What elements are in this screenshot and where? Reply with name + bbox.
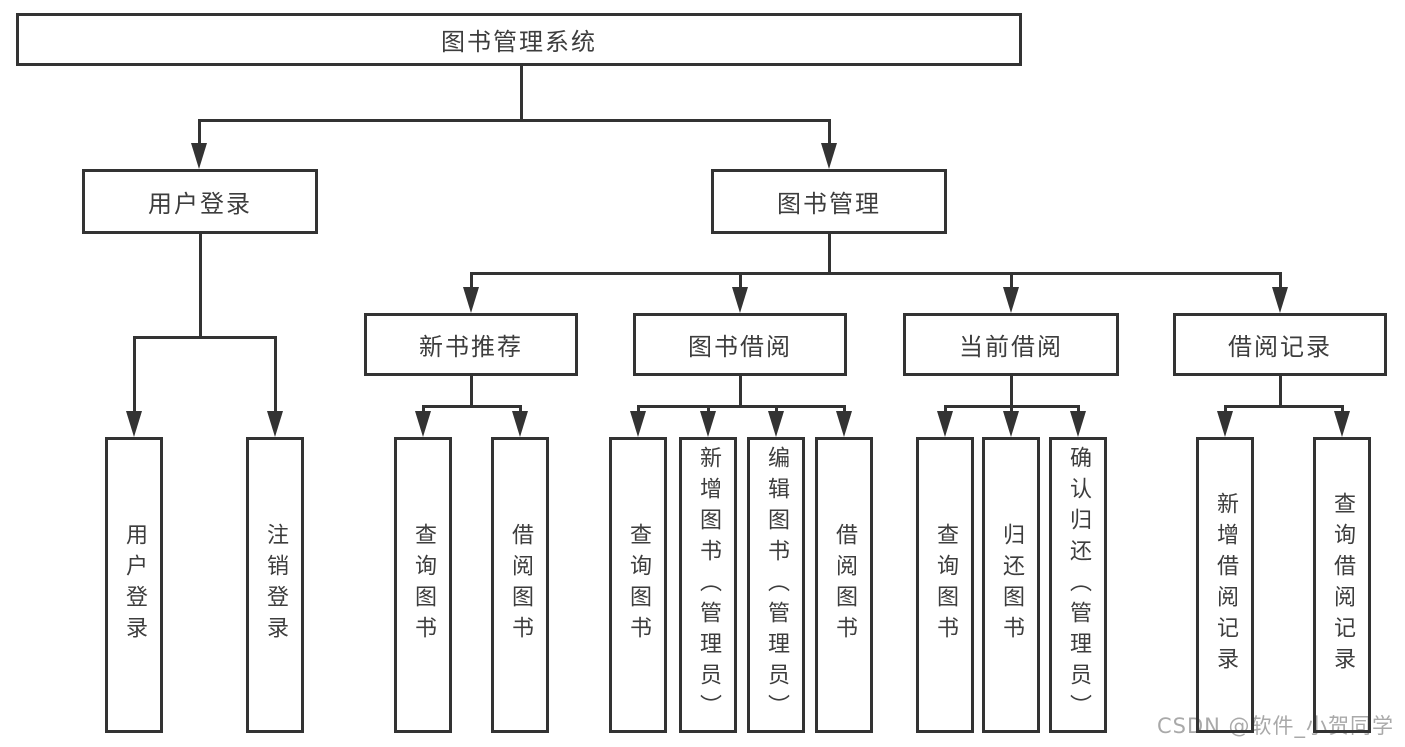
leaf-confirm-return-admin: 确认归还（管理员） [1049, 437, 1107, 733]
arrow-down-icon [126, 411, 142, 437]
arrow-down-icon [1272, 287, 1288, 313]
leaf-borrowing-borrow-books-label: 借阅图书 [832, 523, 857, 647]
node-new-book-recommendation-label: 新书推荐 [419, 333, 523, 361]
arrow-down-icon [821, 143, 837, 169]
node-current-borrowing: 当前借阅 [903, 313, 1119, 376]
connector-to-leaf-logout [274, 336, 277, 414]
connector-to-leaf [1224, 405, 1227, 415]
connector-to-leaf-user-login [133, 336, 136, 414]
arrow-down-icon [512, 411, 528, 437]
connector-user-login-branch [133, 336, 277, 339]
leaf-logout: 注销登录 [246, 437, 304, 733]
leaf-edit-books-admin-label: 编辑图书（管理员） [764, 445, 789, 725]
leaf-user-login: 用户登录 [105, 437, 163, 733]
leaf-add-books-admin: 新增图书（管理员） [679, 437, 737, 733]
leaf-return-books-label: 归还图书 [999, 523, 1024, 647]
arrow-down-icon [191, 143, 207, 169]
arrow-down-icon [700, 411, 716, 437]
connector-to-current-borrowing [1010, 272, 1013, 290]
arrow-down-icon [732, 287, 748, 313]
leaf-current-query-books: 查询图书 [916, 437, 974, 733]
arrow-down-icon [1070, 411, 1086, 437]
connector-to-leaf [775, 405, 778, 415]
connector-root-stem [520, 64, 523, 122]
arrow-down-icon [1003, 411, 1019, 437]
arrow-down-icon [630, 411, 646, 437]
arrow-down-icon [415, 411, 431, 437]
connector-to-book-borrowing [739, 272, 742, 290]
leaf-borrowing-query-books: 查询图书 [609, 437, 667, 733]
connector-to-leaf [843, 405, 846, 415]
leaf-add-borrow-record-label: 新增借阅记录 [1213, 492, 1238, 678]
connector-to-leaf [519, 405, 522, 415]
node-user-login-label: 用户登录 [148, 190, 252, 218]
connector-current-stem [1010, 374, 1013, 407]
node-borrowing-records: 借阅记录 [1173, 313, 1387, 376]
node-new-book-recommendation: 新书推荐 [364, 313, 578, 376]
connector-to-user-login [198, 119, 201, 147]
root-node-library-management-system: 图书管理系统 [16, 13, 1022, 66]
node-user-login: 用户登录 [82, 169, 318, 234]
connector-level2-branch [198, 119, 831, 122]
connector-book-management-stem [828, 231, 831, 274]
node-book-borrowing-label: 图书借阅 [688, 333, 792, 361]
leaf-confirm-return-admin-label: 确认归还（管理员） [1066, 445, 1091, 725]
connector-records-stem [1279, 374, 1282, 407]
arrow-down-icon [836, 411, 852, 437]
leaf-recommend-borrow-books: 借阅图书 [491, 437, 549, 733]
connector-level3-branch [470, 272, 1281, 275]
arrow-down-icon [1334, 411, 1350, 437]
leaf-edit-books-admin: 编辑图书（管理员） [747, 437, 805, 733]
node-book-management: 图书管理 [711, 169, 947, 234]
connector-borrowing-stem [739, 374, 742, 407]
connector-to-leaf [1077, 405, 1080, 415]
leaf-recommend-query-books-label: 查询图书 [411, 523, 436, 647]
leaf-borrowing-borrow-books: 借阅图书 [815, 437, 873, 733]
connector-to-borrowing-records [1279, 272, 1282, 290]
connector-to-book-management [828, 119, 831, 147]
node-book-borrowing: 图书借阅 [633, 313, 847, 376]
connector-to-leaf [637, 405, 640, 415]
arrow-down-icon [1217, 411, 1233, 437]
leaf-logout-label: 注销登录 [263, 523, 288, 647]
leaf-user-login-label: 用户登录 [122, 523, 147, 647]
arrow-down-icon [1003, 287, 1019, 313]
arrow-down-icon [768, 411, 784, 437]
connector-user-login-stem [199, 231, 202, 338]
connector-records-branch [1224, 405, 1344, 408]
connector-to-leaf [944, 405, 947, 415]
leaf-return-books: 归还图书 [982, 437, 1040, 733]
leaf-query-borrow-record-label: 查询借阅记录 [1330, 492, 1355, 678]
connector-to-leaf [1341, 405, 1344, 415]
leaf-borrowing-query-books-label: 查询图书 [626, 523, 651, 647]
leaf-recommend-borrow-books-label: 借阅图书 [508, 523, 533, 647]
leaf-current-query-books-label: 查询图书 [933, 523, 958, 647]
leaf-add-borrow-record: 新增借阅记录 [1196, 437, 1254, 733]
node-book-management-label: 图书管理 [777, 190, 881, 218]
arrow-down-icon [937, 411, 953, 437]
connector-borrowing-branch [637, 405, 846, 408]
connector-to-leaf [422, 405, 425, 415]
connector-to-new-book-recommendation [470, 272, 473, 290]
connector-recommendation-branch [422, 405, 522, 408]
connector-to-leaf [1010, 405, 1013, 415]
root-node-label: 图书管理系统 [441, 28, 597, 56]
node-borrowing-records-label: 借阅记录 [1228, 333, 1332, 361]
arrow-down-icon [267, 411, 283, 437]
leaf-add-books-admin-label: 新增图书（管理员） [696, 445, 721, 725]
leaf-query-borrow-record: 查询借阅记录 [1313, 437, 1371, 733]
connector-to-leaf [707, 405, 710, 415]
arrow-down-icon [463, 287, 479, 313]
node-current-borrowing-label: 当前借阅 [959, 333, 1063, 361]
connector-recommendation-stem [470, 374, 473, 407]
leaf-recommend-query-books: 查询图书 [394, 437, 452, 733]
